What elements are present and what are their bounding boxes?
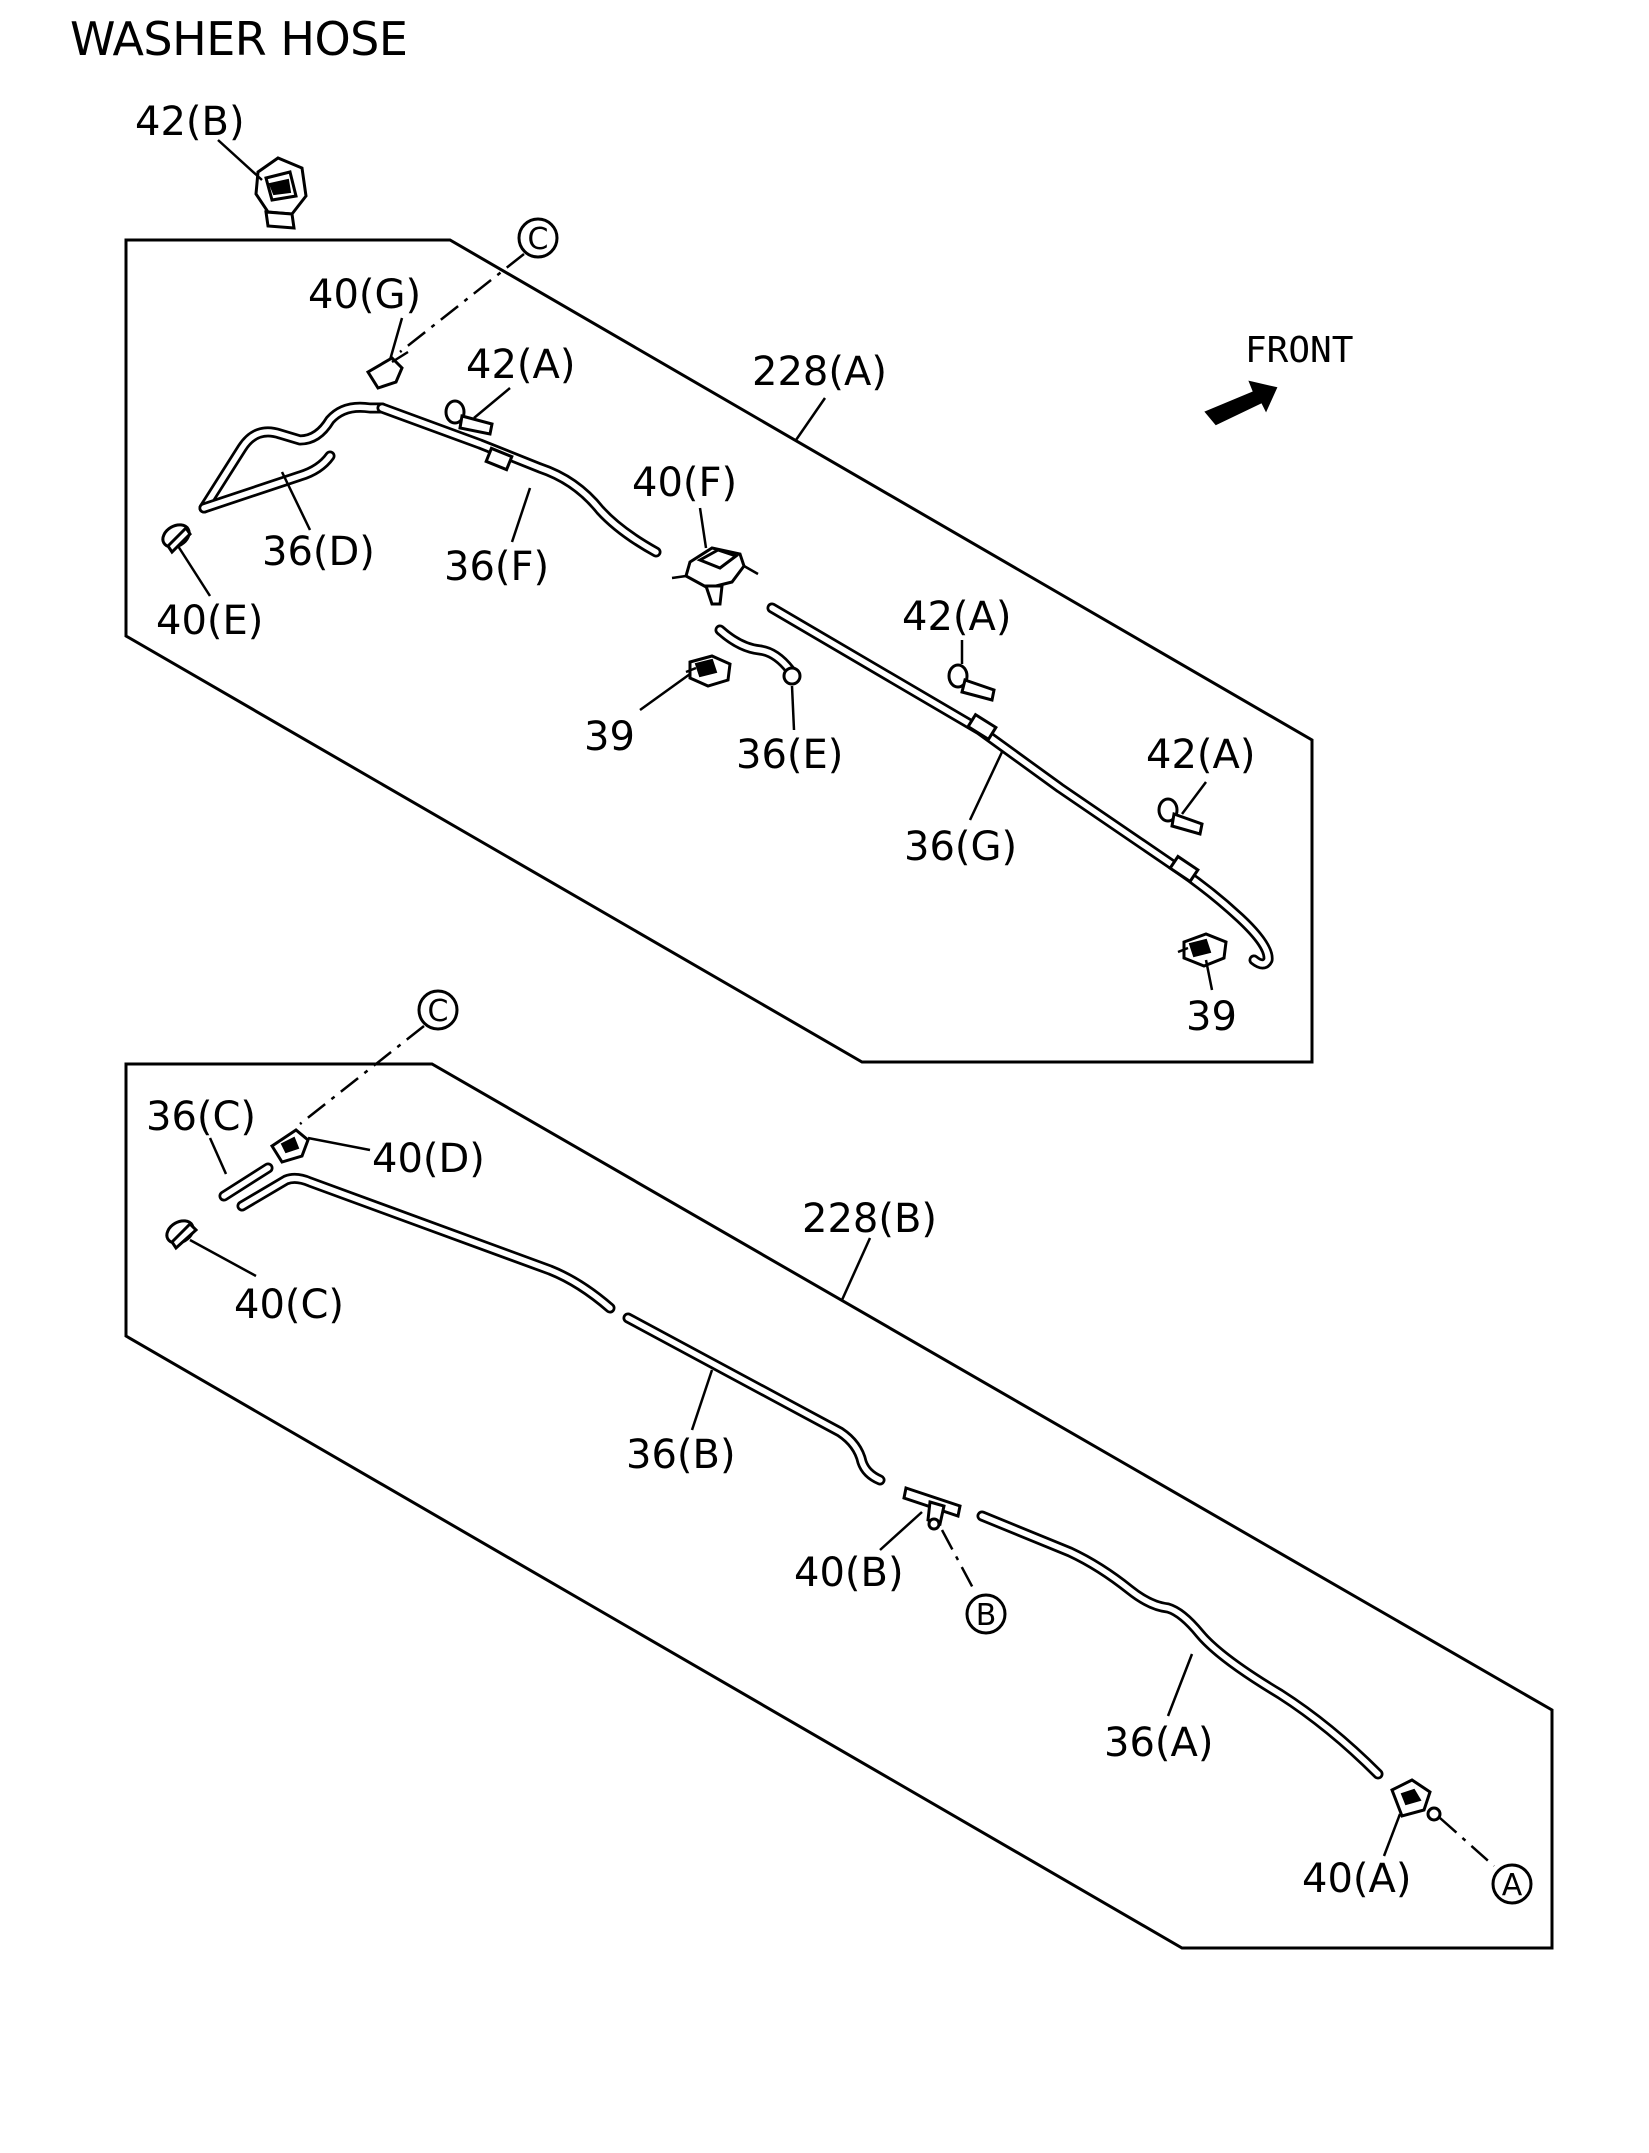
dash-line-a <box>1439 1817 1495 1867</box>
leader-228b <box>840 1237 872 1301</box>
label-228b: 228(B) <box>802 1196 937 1242</box>
clip-39-2-part <box>1177 932 1228 968</box>
label-36f: 36(F) <box>444 544 549 590</box>
leader-42a-1 <box>473 387 511 419</box>
ref-c-bottom-text: C <box>428 994 449 1029</box>
joint-40d-part <box>269 1128 310 1164</box>
leader-228a <box>794 397 827 441</box>
ref-circle-a <box>1491 1863 1533 1905</box>
nozzle-40c-part <box>165 1219 199 1251</box>
dash-line-b <box>940 1529 976 1591</box>
ref-a-text: A <box>1502 1868 1523 1903</box>
leader-40f <box>698 507 708 549</box>
front-label: FRONT <box>1245 330 1353 371</box>
joint-40a-part <box>1390 1778 1442 1822</box>
front-arrow-icon <box>1204 380 1278 426</box>
leader-40c <box>189 1238 257 1278</box>
leader-36b <box>690 1369 714 1431</box>
leader-40e <box>176 545 212 597</box>
leader-36a <box>1166 1653 1194 1717</box>
nozzle-40e-part <box>161 523 192 555</box>
joint-40f-part <box>671 546 759 606</box>
clip-42b-part <box>254 156 308 230</box>
leader-42b <box>217 139 263 181</box>
leader-40d <box>307 1136 371 1152</box>
label-36c: 36(C) <box>146 1094 256 1140</box>
upper-assembly-outline <box>124 238 1314 1064</box>
hose-36g <box>766 602 1274 970</box>
ref-circle-c-bottom <box>417 989 459 1031</box>
ref-circle-b <box>965 1593 1007 1635</box>
hose-36a <box>976 1510 1384 1780</box>
leader-36f <box>510 487 532 543</box>
label-39-1: 39 <box>584 714 635 760</box>
dash-line-c-top <box>399 253 525 353</box>
clip-42a-2-part <box>947 663 996 702</box>
label-40a: 40(A) <box>1302 1856 1411 1902</box>
leader-40g <box>388 317 404 361</box>
clip-39-1-part <box>685 654 732 688</box>
label-39-2: 39 <box>1186 994 1237 1040</box>
dash-line-c-bottom <box>299 1025 425 1125</box>
hose-36f <box>376 402 662 558</box>
leader-39-1 <box>639 672 691 712</box>
page-title: WASHER HOSE <box>70 12 408 66</box>
label-42a-1: 42(A) <box>466 342 575 388</box>
clip-42a-3-part <box>1157 797 1204 836</box>
joint-40g-part <box>365 350 409 390</box>
clip-42a-1-part <box>444 399 494 436</box>
hose-36c <box>218 1162 274 1202</box>
label-36d: 36(D) <box>262 529 375 575</box>
label-42a-3: 42(A) <box>1146 732 1255 778</box>
leader-36d <box>280 471 312 531</box>
label-42b: 42(B) <box>135 99 245 145</box>
hose-36d <box>198 401 388 514</box>
label-36a: 36(A) <box>1104 1720 1213 1766</box>
lower-assembly-outline <box>124 1062 1554 1950</box>
label-36b: 36(B) <box>626 1432 736 1478</box>
leader-36c <box>208 1137 228 1175</box>
hose-36e <box>714 624 802 686</box>
ref-circle-c-top <box>517 217 559 259</box>
label-228a: 228(A) <box>752 349 887 395</box>
leader-40a <box>1382 1813 1402 1857</box>
label-42a-2: 42(A) <box>902 594 1011 640</box>
label-40b: 40(B) <box>794 1550 904 1596</box>
label-40c: 40(C) <box>234 1282 344 1328</box>
label-40f: 40(F) <box>632 460 737 506</box>
leader-36e <box>790 685 796 731</box>
leader-40b <box>879 1511 923 1551</box>
joint-40b-part <box>902 1486 962 1531</box>
label-40g: 40(G) <box>308 272 421 318</box>
label-36g: 36(G) <box>904 824 1017 870</box>
label-40d: 40(D) <box>372 1136 485 1182</box>
leader-42a-3 <box>1181 781 1207 815</box>
ref-c-top-text: C <box>528 222 549 257</box>
label-40e: 40(E) <box>156 598 263 644</box>
ref-b-text: B <box>976 1598 997 1633</box>
hose-36b <box>236 1172 886 1486</box>
leader-36g <box>968 751 1004 821</box>
label-36e: 36(E) <box>736 732 843 778</box>
leader-39-2 <box>1204 959 1214 991</box>
